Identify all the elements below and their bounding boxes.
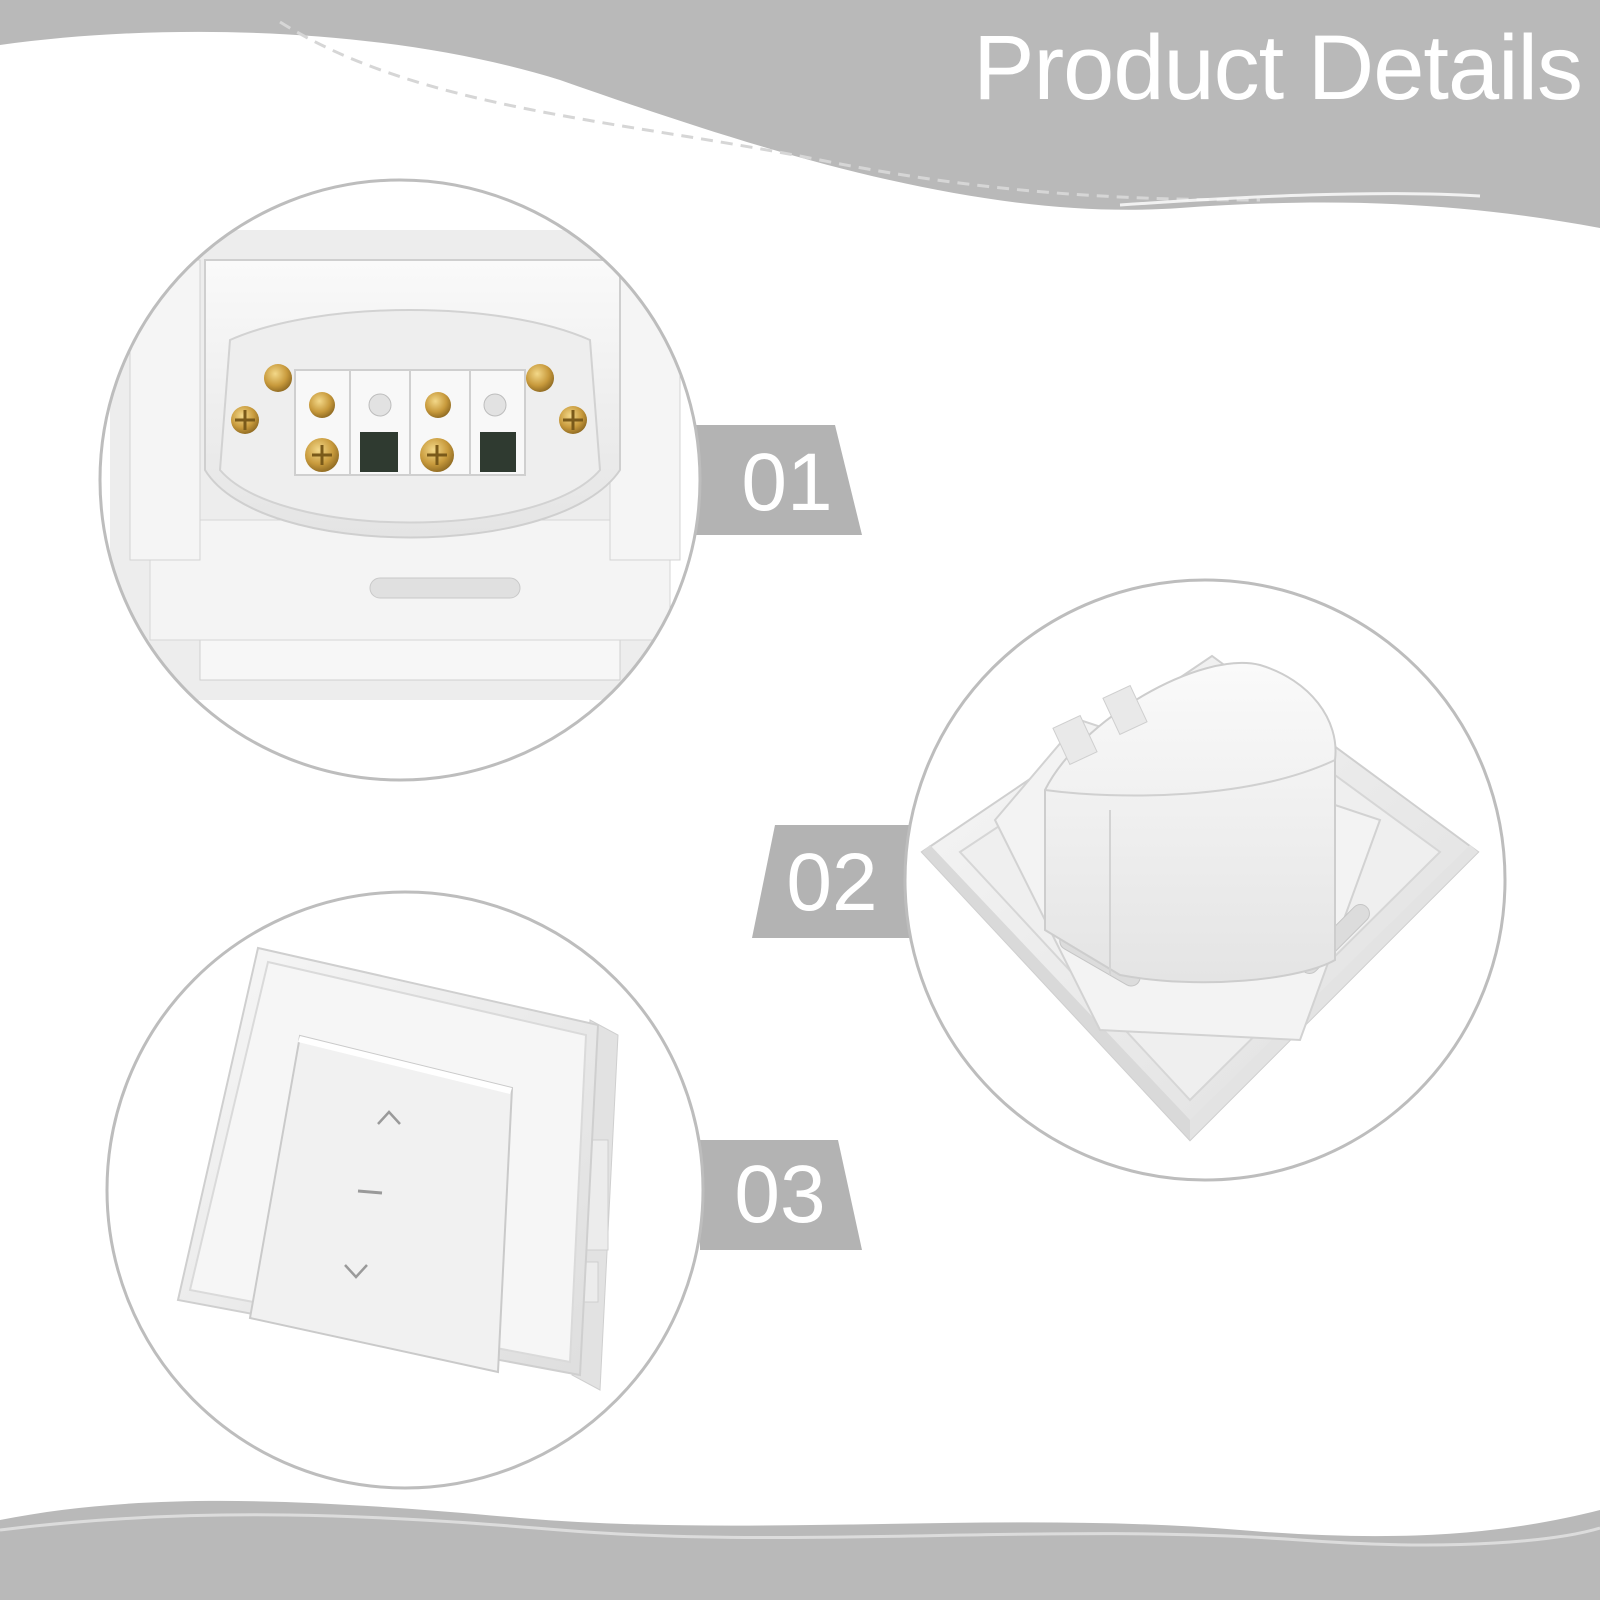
detail-circle-02 [905, 580, 1505, 1180]
badge-shape-03 [700, 1140, 862, 1250]
badge-shape-01 [690, 425, 862, 535]
switch-rocker [248, 1034, 514, 1374]
dashed-curve [279, 20, 1261, 202]
detail-number-02: 02 [786, 837, 878, 928]
down-arrow-icon [344, 1264, 368, 1279]
badge-shape-02 [752, 825, 912, 938]
stop-dash-icon [357, 1189, 383, 1195]
top-band [0, 0, 1600, 228]
detail-circle-03 [107, 892, 703, 1488]
up-arrow-icon [377, 1110, 401, 1125]
detail-number-01: 01 [741, 437, 833, 528]
bottom-band [0, 1500, 1600, 1600]
detail-circle-01 [100, 180, 700, 780]
detail-number-03: 03 [734, 1149, 826, 1240]
page-title: Product Details [973, 17, 1583, 119]
